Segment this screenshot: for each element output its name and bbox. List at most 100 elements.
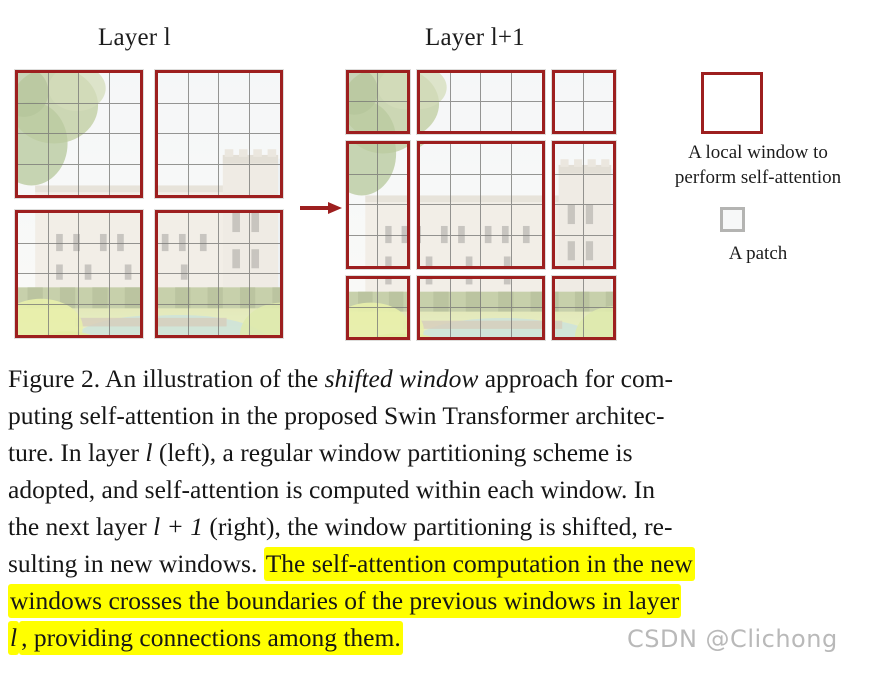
patch xyxy=(481,235,512,266)
caption-highlighted-text: l xyxy=(8,621,20,655)
patch xyxy=(219,243,250,274)
patch xyxy=(188,103,219,134)
patch-grid xyxy=(18,73,140,195)
patch xyxy=(109,104,140,134)
patch xyxy=(584,279,613,308)
patch xyxy=(378,236,407,267)
caption-text: puting self-attention in the proposed Sw… xyxy=(8,401,665,430)
layer-l-plus-1-window xyxy=(346,276,410,340)
patch xyxy=(481,308,512,337)
patch xyxy=(188,213,219,244)
patch-grid xyxy=(555,144,613,266)
patch xyxy=(511,205,542,236)
patch-grid xyxy=(420,144,542,266)
patch xyxy=(79,304,110,335)
patch xyxy=(48,243,79,274)
patch xyxy=(584,236,613,267)
caption-line: windows crosses the boundaries of the pr… xyxy=(8,582,870,619)
patch xyxy=(250,305,281,336)
legend-patch-label: A patch xyxy=(728,243,788,264)
right-arrow-icon xyxy=(300,202,344,214)
caption-text: l xyxy=(145,438,153,467)
patch xyxy=(249,104,280,134)
patch xyxy=(555,73,584,102)
caption-text: Figure 2. An illustration of the xyxy=(8,364,325,393)
caption-highlighted-text: windows crosses the boundaries of the pr… xyxy=(8,584,682,618)
figure-illustration: Layer l Layer l+1 xyxy=(15,24,842,340)
patch xyxy=(48,213,79,244)
layer-l-window xyxy=(15,70,143,198)
patch-grid xyxy=(18,213,140,335)
patch xyxy=(48,103,79,134)
patch xyxy=(158,164,189,195)
patch xyxy=(189,304,219,335)
caption-line: ture. In layer l (left), a regular windo… xyxy=(8,434,870,471)
patch xyxy=(481,102,512,131)
caption-text: shifted window xyxy=(324,364,479,393)
patch xyxy=(378,205,407,236)
patch xyxy=(555,102,584,131)
caption-highlighted-text: , providing connections among them. xyxy=(19,621,403,655)
patch xyxy=(158,304,189,335)
caption-text: l + 1 xyxy=(153,512,203,541)
patch xyxy=(158,213,189,244)
patch xyxy=(451,308,481,337)
patch xyxy=(109,213,140,244)
patch-grid xyxy=(158,213,280,335)
patch xyxy=(420,308,451,337)
patch xyxy=(109,244,140,274)
patch xyxy=(349,308,378,337)
caption-line: puting self-attention in the proposed Sw… xyxy=(8,397,870,434)
patch xyxy=(109,73,140,104)
patch-grid xyxy=(349,73,407,131)
patch xyxy=(555,205,584,236)
gray-patch-square-icon xyxy=(720,207,745,232)
patch xyxy=(378,73,407,102)
patch xyxy=(584,73,613,102)
patch xyxy=(18,213,49,244)
layer-l-plus-1-window xyxy=(417,141,545,269)
caption-line: Figure 2. An illustration of the shifted… xyxy=(8,360,870,397)
patch xyxy=(249,134,280,165)
patch xyxy=(349,235,378,266)
patch xyxy=(188,73,219,104)
patch xyxy=(481,279,512,308)
layer-l-plus-1-window xyxy=(552,276,616,340)
patch xyxy=(420,279,451,308)
patch xyxy=(18,103,49,134)
patch xyxy=(249,244,280,274)
patch xyxy=(219,73,250,104)
caption-line: l, providing connections among them. xyxy=(8,619,870,656)
patch xyxy=(450,144,481,175)
patch xyxy=(188,134,219,165)
patch-grid xyxy=(158,73,280,195)
caption-text: (left), a regular window partitioning sc… xyxy=(152,438,633,467)
red-window-square-icon xyxy=(701,72,763,134)
patch xyxy=(555,308,584,337)
caption-text: approach for com- xyxy=(478,364,674,393)
patch xyxy=(420,144,451,175)
patch xyxy=(249,274,280,305)
caption-text: ture. In layer xyxy=(8,438,146,467)
patch xyxy=(18,73,49,104)
patch xyxy=(18,274,49,305)
patch xyxy=(79,213,110,244)
patch xyxy=(79,134,110,165)
patch xyxy=(584,175,613,205)
patch-grid xyxy=(555,279,613,337)
patch xyxy=(49,164,79,195)
legend-window-label-line2: perform self-attention xyxy=(674,167,842,188)
patch xyxy=(511,175,542,205)
patch xyxy=(79,164,110,195)
patch xyxy=(48,134,79,165)
patch xyxy=(584,205,613,236)
patch xyxy=(349,73,378,102)
patch xyxy=(48,274,79,305)
caption-text: sulting in new windows. xyxy=(8,549,264,578)
patch xyxy=(219,213,250,244)
patch xyxy=(219,164,250,195)
patch xyxy=(451,102,481,131)
patch xyxy=(511,144,542,175)
layer-l-plus-1-window xyxy=(417,276,545,340)
patch xyxy=(109,134,140,165)
